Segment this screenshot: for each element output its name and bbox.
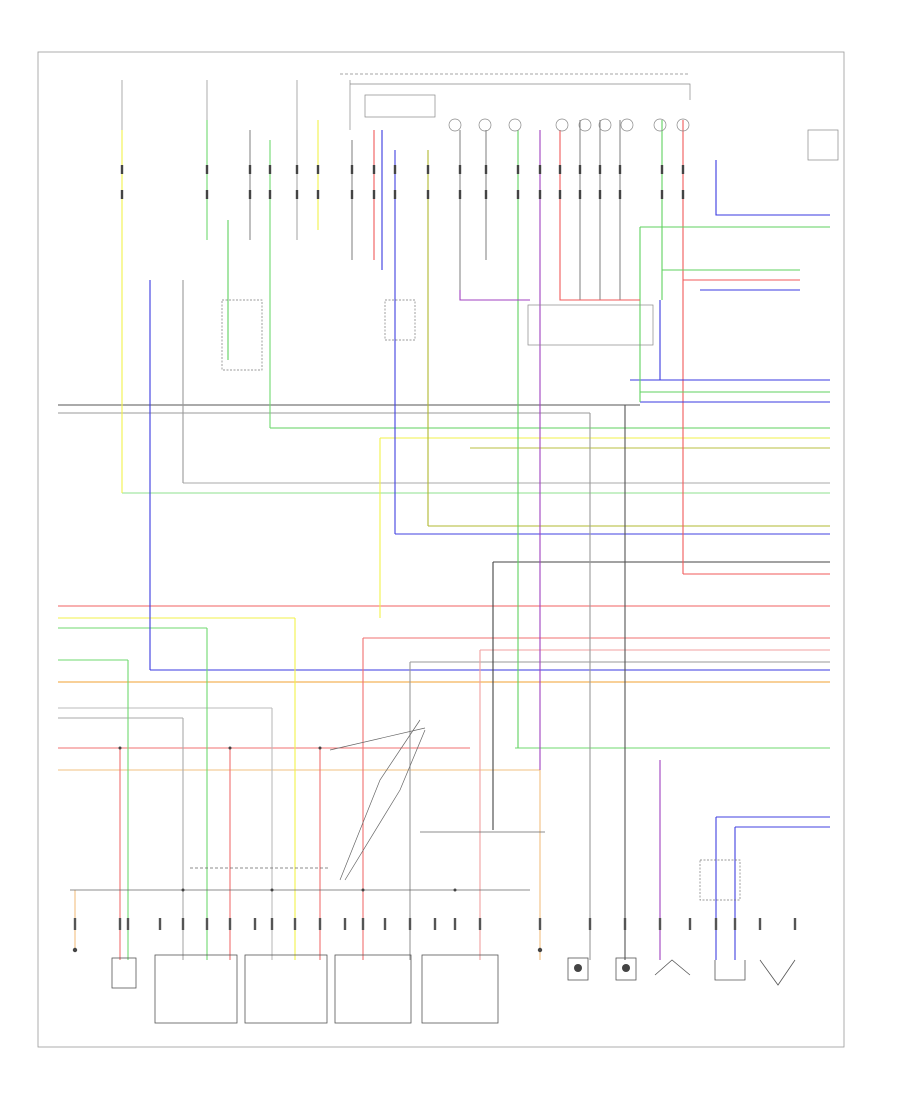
- connector-tick: [316, 190, 320, 199]
- connector-tick: [578, 190, 582, 199]
- connector-tick: [372, 165, 376, 174]
- connector-tick: [343, 918, 347, 930]
- horizontal-wires: [58, 404, 830, 828]
- connector-tick: [618, 165, 622, 174]
- connector-tick: [660, 190, 664, 199]
- connector-tick: [733, 918, 737, 930]
- connector-tick: [516, 165, 520, 174]
- bottom-components: [111, 954, 796, 1024]
- connector-tick: [268, 190, 272, 199]
- connector-tick: [253, 918, 257, 930]
- connector-tick: [118, 918, 122, 930]
- connector-tick: [623, 918, 627, 930]
- connector-tick: [293, 918, 297, 930]
- connector-tick: [120, 190, 124, 199]
- top-fuse-row: [121, 80, 839, 346]
- connector-tick: [295, 165, 299, 174]
- connector-tick: [426, 165, 430, 174]
- component-pump: [759, 959, 796, 986]
- connector-tick: [758, 918, 762, 930]
- connector-tick: [228, 918, 232, 930]
- connector-tick: [158, 918, 162, 930]
- connector-tick: [316, 165, 320, 174]
- connector-tick: [372, 190, 376, 199]
- component-injector-bank-1: [154, 954, 238, 1024]
- diagram-border: [37, 51, 845, 1048]
- connector-tick: [350, 190, 354, 199]
- connector-tick: [688, 918, 692, 930]
- connector-tick: [205, 165, 209, 174]
- component-knock-1: [567, 957, 589, 981]
- connector-tick: [681, 165, 685, 174]
- connector-tick: [393, 165, 397, 174]
- connector-tick: [270, 918, 274, 930]
- connector-tick: [714, 918, 718, 930]
- connector-tick: [453, 918, 457, 930]
- connector-tick: [120, 165, 124, 174]
- connector-tick: [248, 165, 252, 174]
- mid-components: [221, 299, 741, 901]
- connector-tick: [588, 918, 592, 930]
- connector-tick: [318, 918, 322, 930]
- connector-tick: [361, 918, 365, 930]
- connector-tick: [73, 918, 77, 930]
- connector-tick: [408, 918, 412, 930]
- connector-tick: [484, 165, 488, 174]
- component-sensor-1: [111, 957, 137, 989]
- vertical-wires: [74, 120, 736, 960]
- connector-tick: [538, 190, 542, 199]
- component-injector-bank-4: [421, 954, 499, 1024]
- connector-tick: [660, 165, 664, 174]
- connector-tick: [516, 190, 520, 199]
- connector-tick: [458, 165, 462, 174]
- connector-tick: [393, 190, 397, 199]
- connector-tick: [538, 918, 542, 930]
- connector-tick: [598, 190, 602, 199]
- connector-tick: [658, 918, 662, 930]
- component-injector-bank-3: [334, 954, 412, 1024]
- connector-tick: [350, 165, 354, 174]
- connector-tick: [538, 165, 542, 174]
- component-injector-bank-2: [244, 954, 328, 1024]
- connector-tick: [426, 190, 430, 199]
- connector-tick: [618, 190, 622, 199]
- connector-tick: [478, 918, 482, 930]
- connector-tick: [295, 190, 299, 199]
- connector-tick: [458, 190, 462, 199]
- terminal-dots: [72, 746, 630, 972]
- connector-tick: [578, 165, 582, 174]
- connector-tick: [484, 190, 488, 199]
- connector-tick: [793, 918, 797, 930]
- component-sender: [714, 960, 746, 981]
- connector-tick: [268, 165, 272, 174]
- connector-tick: [433, 918, 437, 930]
- connector-tick: [383, 918, 387, 930]
- connector-tick: [205, 918, 209, 930]
- component-switch: [654, 959, 691, 976]
- connector-tick: [248, 190, 252, 199]
- connector-tick: [681, 190, 685, 199]
- connector-tick: [598, 165, 602, 174]
- right-side-wires: [459, 160, 830, 403]
- component-knock-2: [615, 957, 637, 981]
- connector-tick: [558, 165, 562, 174]
- connector-tick: [181, 918, 185, 930]
- connector-ticks: [73, 165, 797, 930]
- connector-tick: [205, 190, 209, 199]
- ground-strip: [70, 719, 545, 891]
- connector-tick: [126, 918, 130, 930]
- connector-tick: [558, 190, 562, 199]
